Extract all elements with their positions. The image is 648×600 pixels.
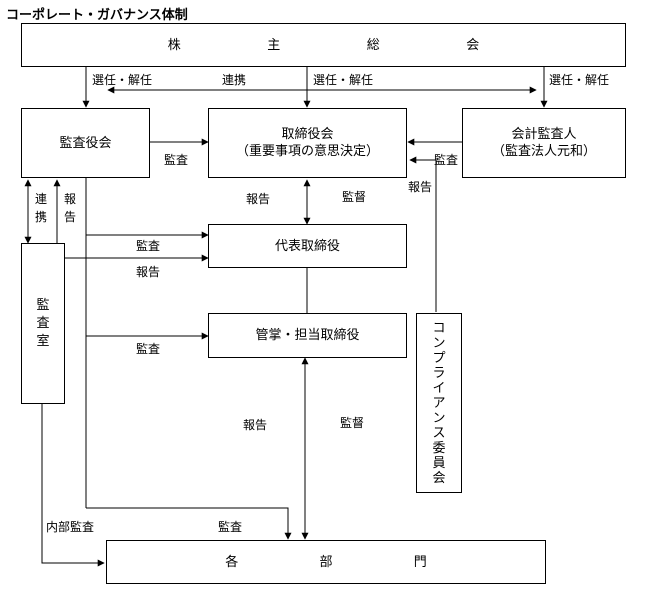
label-internal-audit: 内部監査 [46,520,95,534]
label-elect-dismiss-1: 選任・解任 [92,73,153,87]
board-box: 取締役会 （重要事項の意思決定） [208,108,407,178]
label-report-char: 告 [63,210,76,224]
compliance-char: ン [432,410,446,426]
compliance-committee-box: コ ン プ ラ イ ア ン ス 委 員 会 [416,313,462,493]
compliance-char: ラ [432,365,446,381]
diagram-title: コーポレート・ガバナンス体制 [6,8,188,23]
compliance-char: ン [432,335,446,351]
departments-char: 門 [413,554,427,570]
managing-director-box: 管掌・担当取締役 [208,313,407,358]
compliance-char: 会 [432,470,446,486]
label-audit-rep: 監査 [136,239,161,253]
compliance-char: コ [432,320,446,336]
compliance-char: イ [432,380,446,396]
label-auditor-to-board: 監査 [434,153,459,167]
audit-office-box: 監 査 室 [21,243,65,404]
label-audit-mgr: 監査 [136,342,161,356]
label-report-mgr: 報告 [243,418,268,432]
label-elect-dismiss-3: 選任・解任 [549,73,610,87]
label-audit-dept: 監査 [218,520,243,534]
label-report-board: 報告 [246,192,271,206]
audit-office-char: 査 [36,315,50,331]
audit-board-box: 監査役会 [21,108,150,178]
representative-director-box: 代表取締役 [208,224,407,268]
arrow-compliance-report [409,156,437,312]
audit-office-char: 室 [36,333,50,349]
compliance-char: ス [432,425,446,441]
departments-box: 各 部 門 [106,540,546,584]
accounting-auditor-box: 会計監査人 （監査法人元和） [462,108,626,178]
compliance-char: 委 [432,440,446,456]
label-audit-board-to-board: 監査 [164,153,189,167]
label-coop-char: 連 [34,192,47,206]
label-cooperation-top: 連携 [222,73,247,87]
arrow-internal-audit [41,404,105,567]
label-supervise-board: 監督 [342,190,367,204]
accounting-auditor-label: 会計監査人 [511,127,577,142]
shareholders-meeting-box: 株 主 総 会 [21,23,626,67]
shareholders-char: 会 [466,37,480,53]
managing-director-label: 管掌・担当取締役 [255,328,360,343]
departments-char: 各 [225,554,239,570]
label-report-char: 報 [63,192,76,206]
label-report-compliance: 報告 [408,180,433,194]
shareholders-char: 株 [167,37,181,53]
label-report-vertical: 報 告 [63,190,77,226]
label-report-rep: 報告 [136,265,161,279]
label-supervise-mgr: 監督 [340,416,365,430]
compliance-char: プ [432,350,446,366]
board-sublabel: （重要事項の意思決定） [235,144,379,159]
audit-board-label: 監査役会 [59,135,112,151]
label-coop-vertical: 連 携 [34,190,48,226]
representative-director-label: 代表取締役 [274,238,340,254]
shareholders-char: 主 [267,37,281,53]
compliance-char: ア [432,395,446,411]
label-coop-char: 携 [34,210,47,224]
board-label: 取締役会 [281,127,334,142]
accounting-auditor-sublabel: （監査法人元和） [491,144,596,159]
shareholders-char: 総 [366,37,380,53]
label-elect-dismiss-2: 選任・解任 [313,73,374,87]
compliance-char: 員 [432,455,446,471]
departments-char: 部 [319,554,333,570]
arrow-audit-dept [86,507,292,540]
audit-office-char: 監 [36,297,50,313]
